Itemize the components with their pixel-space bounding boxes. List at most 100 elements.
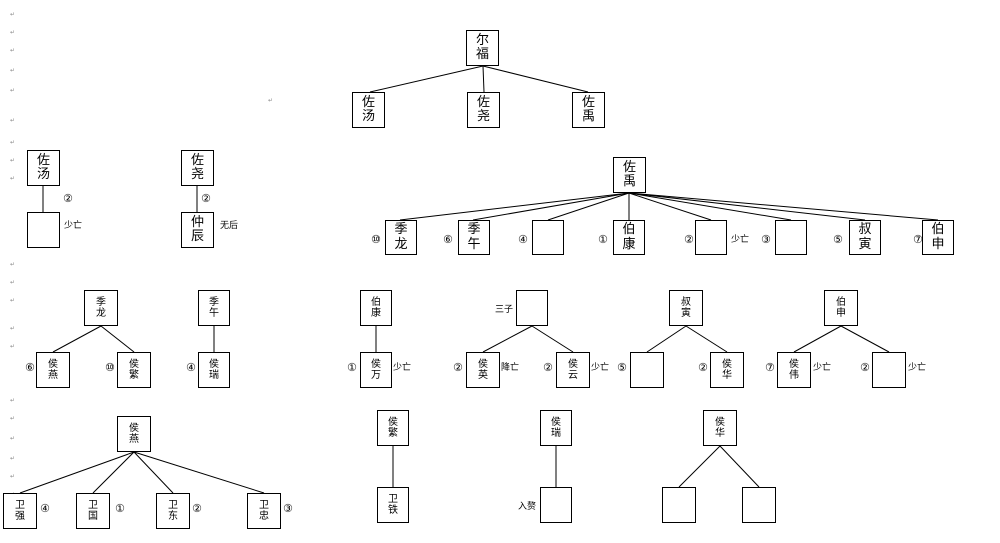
note-label: 少亡 [908,363,927,373]
node-zuoyao: 佐尧 [181,150,214,186]
birth-order-label: ① [598,233,608,246]
node-zuoyu-child-6 [775,220,807,255]
node-label: 侯燕 [48,359,58,381]
node-weitie: 卫铁 [377,487,409,523]
birth-order-label: ④ [40,502,50,515]
margin-mark: ↵ [10,397,16,404]
node-label: 卫国 [88,500,98,522]
label-line: 万 [371,370,381,381]
node-weizhong: 卫忠 [247,493,281,529]
label-line: 强 [15,511,25,522]
birth-order-label: ⑥ [443,233,453,246]
label-line: 卫 [259,500,269,511]
margin-mark: ↵ [10,157,16,164]
label-line: 寅 [681,308,691,319]
node-houyan: 侯燕 [36,352,70,388]
note-label: 入赘 [518,502,537,512]
node-houying: 侯英 [466,352,500,388]
note-label: 降亡 [501,363,520,373]
node-label: 侯华 [722,359,732,381]
node-label: 侯瑞 [551,417,561,439]
label-line: 云 [568,370,578,381]
node-label: 卫东 [168,500,178,522]
node-shuyin: 叔寅 [849,220,881,255]
label-line: 佐 [190,152,204,168]
node-houhua: 侯华 [710,352,744,388]
node-label: 侯英 [478,359,488,381]
label-line: 瑞 [551,428,561,439]
node-label: 卫忠 [259,500,269,522]
label-line: 铁 [388,505,398,516]
birth-order-label: ② [698,361,708,374]
label-line: 华 [722,370,732,381]
connector-line [133,451,265,494]
margin-mark: ↵ [10,117,16,124]
birth-order-label: ⑩ [371,233,381,246]
node-jilong-sub: 季龙 [84,290,118,326]
birth-order-label: ③ [761,233,771,246]
node-zuoyu-top: 佐禹 [572,92,605,128]
connector-line [133,451,174,494]
label-line: 季 [394,222,408,238]
connector-line [793,325,842,353]
node-label: 侯繁 [388,417,398,439]
label-line: 佐 [36,152,50,168]
label-line: 燕 [48,370,58,381]
connector-line [482,325,533,353]
label-line: 华 [715,428,725,439]
label-line: 福 [475,47,489,62]
node-shuyin-child-1 [630,352,664,388]
node-jilong: 季龙 [385,220,417,255]
margin-mark: ↵ [10,139,16,146]
node-label: 佐禹 [623,160,636,190]
margin-mark: ↵ [10,87,16,94]
label-line: 龙 [394,236,408,252]
label-line: 季 [209,297,219,308]
node-label: 伯申 [931,222,945,252]
connector-line [531,325,574,353]
node-jiwu-sub: 季午 [198,290,230,326]
connector-line [92,451,135,494]
margin-mark: ↵ [10,175,16,182]
birth-order-label: ⑦ [913,233,923,246]
label-line: 东 [168,511,178,522]
label-line: 瑞 [209,370,219,381]
node-boshen-sub: 伯申 [824,290,858,326]
margin-mark: ↵ [10,261,16,268]
node-zhongchen: 仲辰 [181,212,214,248]
birth-order-label: ⑥ [25,361,35,374]
node-shuyin-sub: 叔寅 [669,290,703,326]
connector-line [100,325,135,353]
connector-line [646,325,687,353]
connector-line [399,192,630,221]
label-line: 侯 [789,359,799,370]
node-label: 侯伟 [789,359,799,381]
label-line: 伯 [931,222,945,238]
label-line: 寅 [858,236,872,252]
label-line: 申 [931,236,945,252]
connector-line [628,192,792,221]
margin-mark: ↵ [268,97,274,104]
label-line: 侯 [129,423,139,434]
label-line: 康 [622,236,636,252]
label-line: 伯 [836,297,846,308]
connector-line [482,65,589,93]
label-line: 伯 [622,222,636,238]
node-label: 季龙 [96,297,106,319]
label-line: 佐 [476,94,490,110]
birth-order-label: ⑦ [765,361,775,374]
label-line: 卫 [388,494,398,505]
birth-order-label: ② [201,192,211,205]
node-label: 季龙 [394,222,408,252]
node-label: 卫铁 [388,494,398,516]
label-line: 尔 [475,32,489,48]
label-line: 忠 [259,511,269,522]
connector-line [628,192,939,221]
label-line: 叔 [681,297,691,308]
node-label: 季午 [209,297,219,319]
margin-mark: ↵ [10,455,16,462]
birth-order-label: ③ [283,502,293,515]
birth-order-label: ⑤ [617,361,627,374]
label-line: 燕 [129,434,139,445]
